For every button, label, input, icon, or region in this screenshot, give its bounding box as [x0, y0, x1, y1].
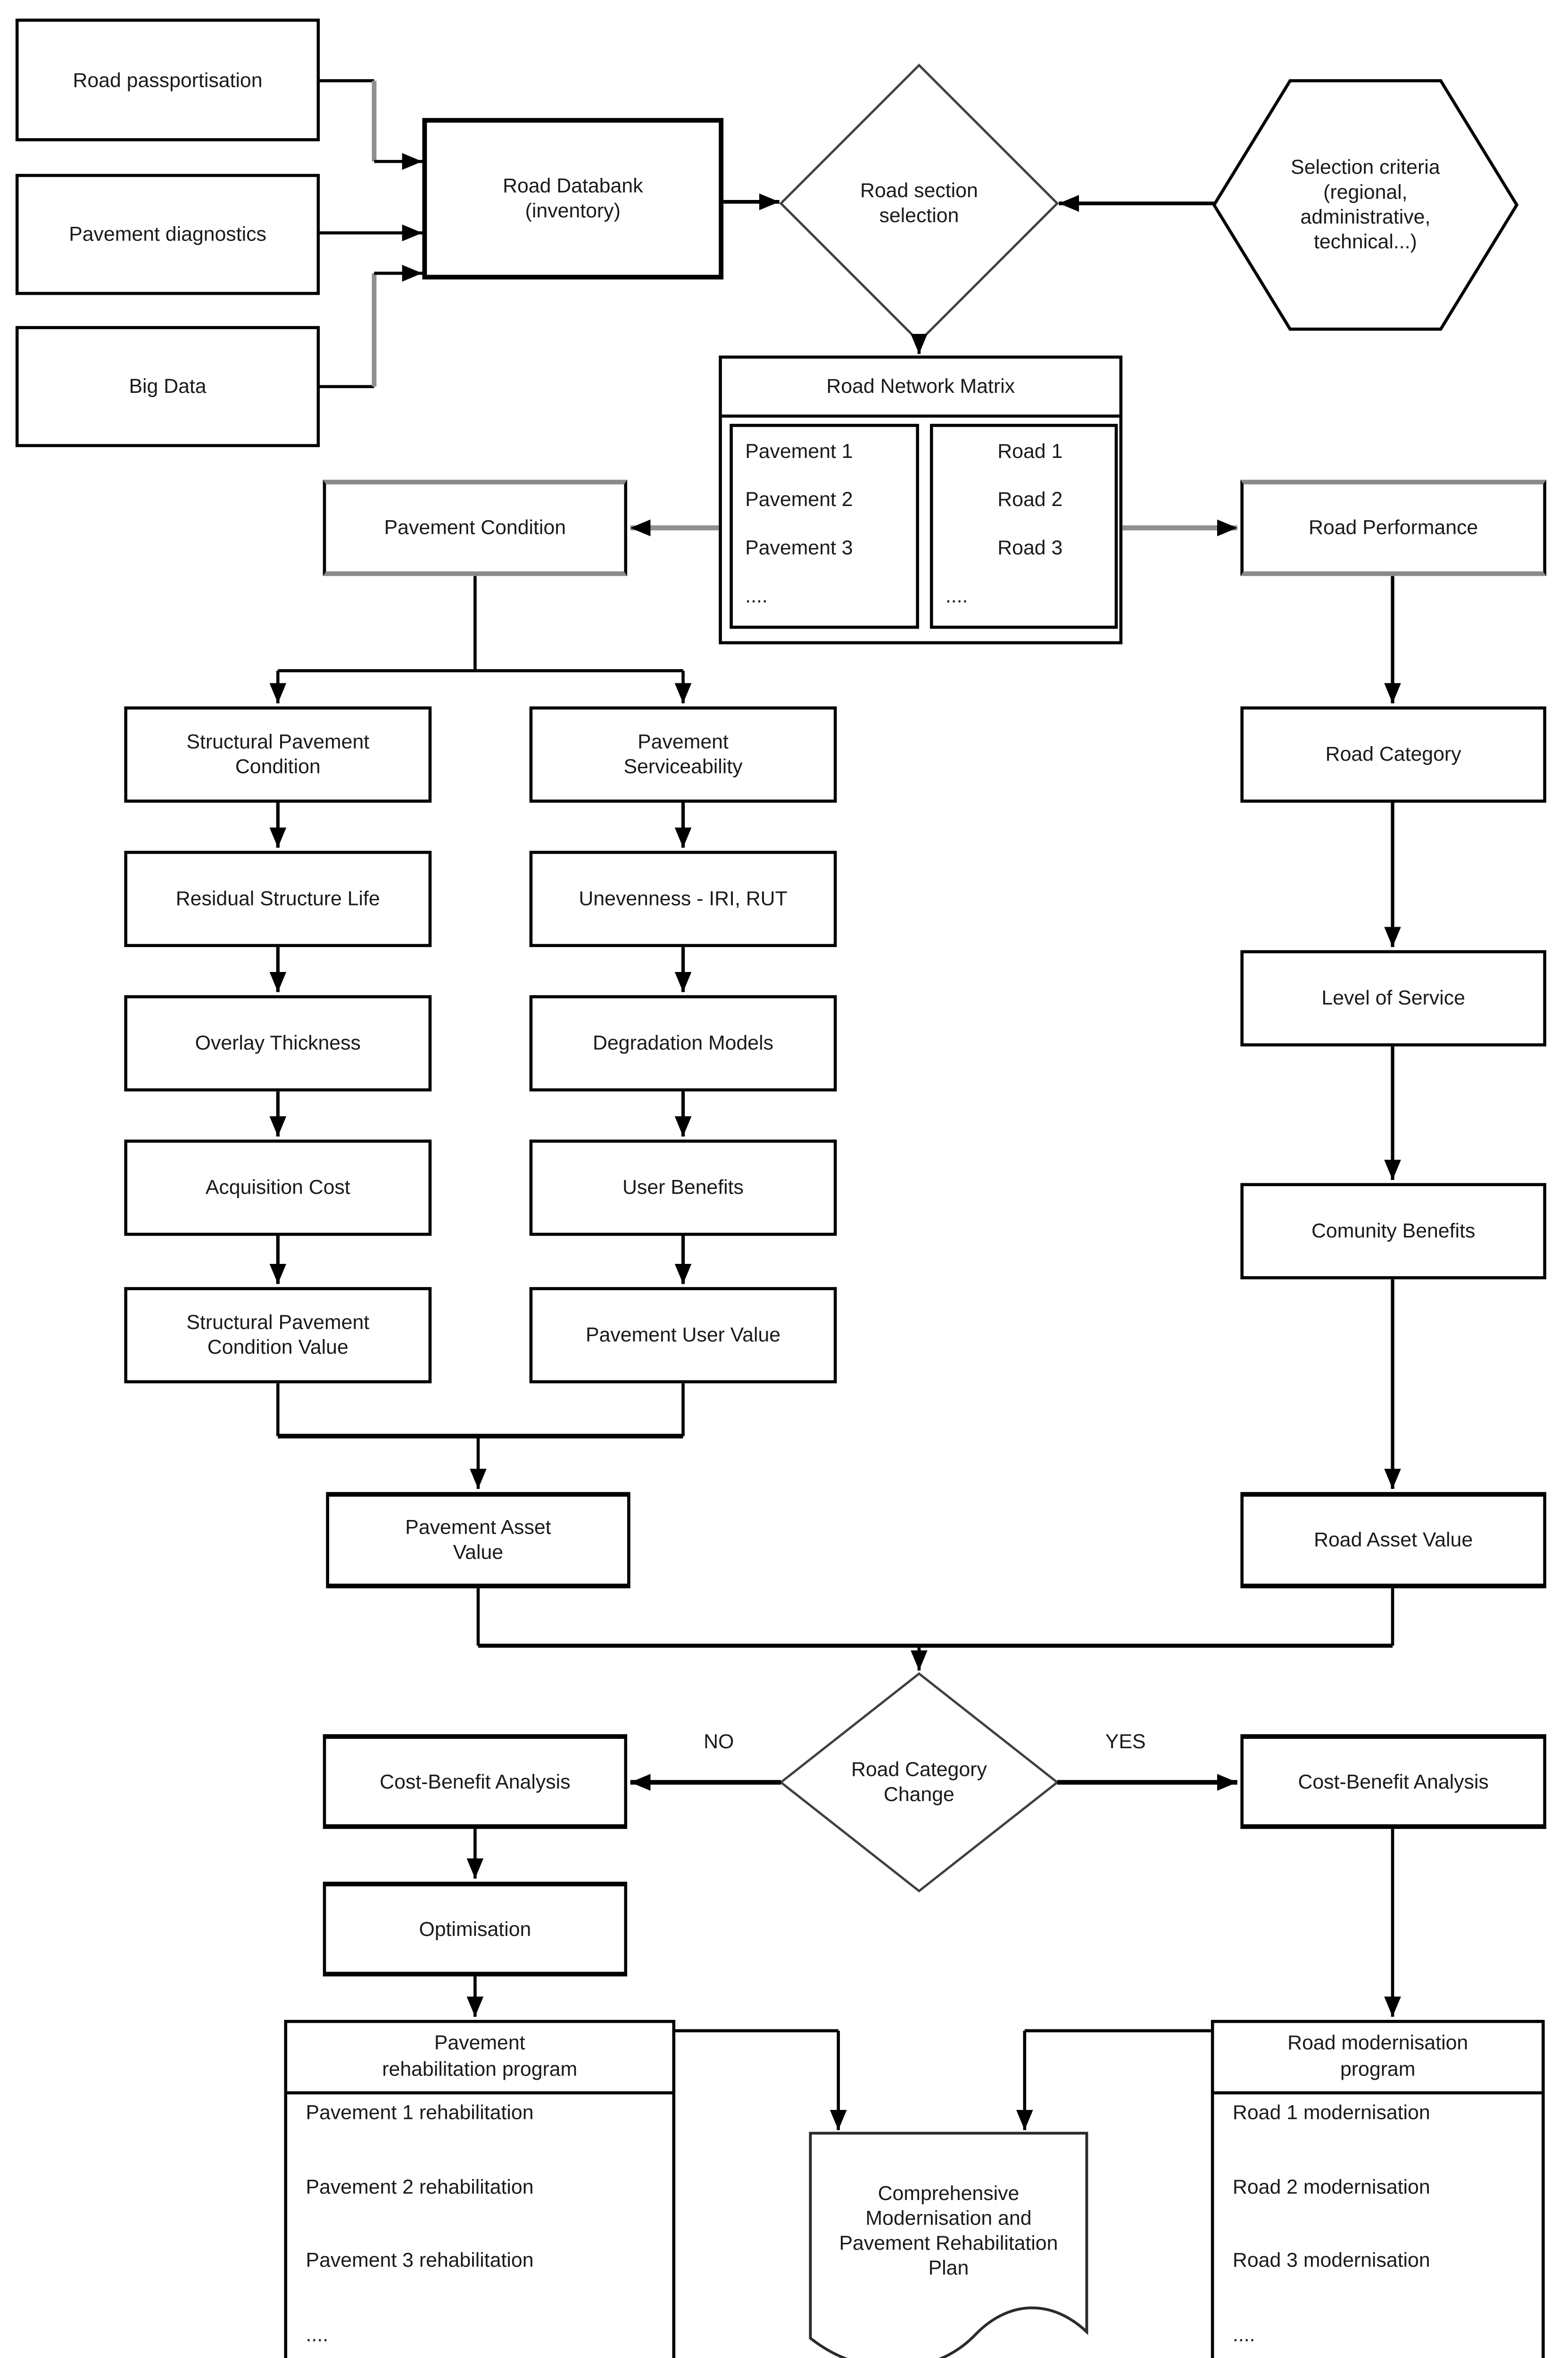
rehabilitation-item: Pavement 1 rehabilitation — [306, 2101, 534, 2124]
matrix-road-item: Road 1 — [997, 439, 1063, 463]
node-user-benefits: User Benefits — [529, 1139, 837, 1236]
matrix-road-list: Road 1 Road 2 Road 3 .... — [929, 423, 1118, 629]
node-road-databank: Road Databank (inventory) — [422, 118, 724, 280]
matrix-title: Road Network Matrix — [722, 358, 1120, 418]
node-comunity-benefits: Comunity Benefits — [1240, 1183, 1546, 1279]
node-road-asset-value: Road Asset Value — [1240, 1492, 1546, 1588]
modernisation-item: Road 1 modernisation — [1232, 2101, 1430, 2124]
node-big-data: Big Data — [15, 326, 320, 448]
pavement-condition-label: Pavement Condition — [384, 515, 566, 539]
node-pavement-user-value: Pavement User Value — [529, 1287, 837, 1384]
node-optimisation: Optimisation — [323, 1882, 628, 1976]
modernisation-item: Road 3 modernisation — [1232, 2248, 1430, 2272]
decision-no-label: NO — [704, 1729, 734, 1753]
rehabilitation-item: Pavement 3 rehabilitation — [306, 2248, 534, 2272]
matrix-pavement-item: .... — [745, 583, 768, 607]
pavement-diagnostics-label: Pavement diagnostics — [69, 222, 266, 246]
node-cost-benefit-analysis-left: Cost-Benefit Analysis — [323, 1734, 628, 1829]
node-structural-pavement-condition-value: Structural Pavement Condition Value — [124, 1287, 432, 1384]
rehabilitation-program-list: Pavement 1 rehabilitation Pavement 2 reh… — [306, 2101, 663, 2358]
matrix-road-item: Road 2 — [997, 487, 1063, 511]
modernisation-item: .... — [1232, 2322, 1255, 2345]
road-passportisation-label: Road passportisation — [73, 67, 263, 91]
modernisation-item: Road 2 modernisation — [1232, 2174, 1430, 2198]
node-pavement-condition: Pavement Condition — [323, 480, 628, 576]
node-acquisition-cost: Acquisition Cost — [124, 1139, 432, 1236]
node-pavement-rehabilitation-program: Pavement rehabilitation program Pavement… — [284, 2020, 676, 2358]
road-section-selection-label: Road section selection — [860, 178, 978, 227]
matrix-road-item: .... — [945, 583, 968, 607]
matrix-pavement-item: Pavement 1 — [745, 439, 853, 463]
matrix-pavement-item: Pavement 2 — [745, 487, 853, 511]
road-category-change-label: Road Category Change — [851, 1757, 987, 1806]
node-road-modernisation-program: Road modernisation program Road 1 modern… — [1211, 2020, 1545, 2358]
modernisation-program-list: Road 1 modernisation Road 2 modernisatio… — [1233, 2101, 1532, 2358]
node-road-passportisation: Road passportisation — [15, 18, 320, 141]
node-road-network-matrix: Road Network Matrix Pavement 1 Pavement … — [719, 355, 1123, 645]
matrix-pavement-item: Pavement 3 — [745, 535, 853, 559]
rehabilitation-program-title: Pavement rehabilitation program — [287, 2023, 672, 2095]
node-road-performance: Road Performance — [1240, 480, 1546, 576]
selection-criteria-label: Selection criteria (regional, administra… — [1291, 154, 1440, 254]
node-structural-pavement-condition: Structural Pavement Condition — [124, 706, 432, 803]
road-databank-label: Road Databank (inventory) — [503, 174, 643, 222]
plan-document-shape — [809, 2132, 1088, 2358]
rehabilitation-item: .... — [306, 2322, 329, 2345]
node-pavement-diagnostics: Pavement diagnostics — [15, 174, 320, 295]
node-level-of-service: Level of Service — [1240, 950, 1546, 1046]
node-pavement-serviceability: Pavement Serviceability — [529, 706, 837, 803]
node-cost-benefit-analysis-right: Cost-Benefit Analysis — [1240, 1734, 1546, 1829]
plan-document-label: Comprehensive Modernisation and Pavement… — [839, 2180, 1058, 2280]
matrix-pavement-list: Pavement 1 Pavement 2 Pavement 3 .... — [730, 423, 919, 629]
big-data-label: Big Data — [129, 374, 207, 398]
node-overlay-thickness: Overlay Thickness — [124, 995, 432, 1092]
node-residual-structure-life: Residual Structure Life — [124, 851, 432, 947]
decision-yes-label: YES — [1105, 1729, 1146, 1753]
node-pavement-asset-value: Pavement Asset Value — [326, 1492, 631, 1588]
road-performance-label: Road Performance — [1309, 515, 1478, 539]
matrix-road-item: Road 3 — [997, 535, 1063, 559]
modernisation-program-title: Road modernisation program — [1214, 2023, 1542, 2095]
rehabilitation-item: Pavement 2 rehabilitation — [306, 2174, 534, 2198]
road-category-change-diamond — [779, 1672, 1059, 1893]
node-unevenness-iri-rut: Unevenness - IRI, RUT — [529, 851, 837, 947]
node-degradation-models: Degradation Models — [529, 995, 837, 1092]
node-road-category: Road Category — [1240, 706, 1546, 803]
